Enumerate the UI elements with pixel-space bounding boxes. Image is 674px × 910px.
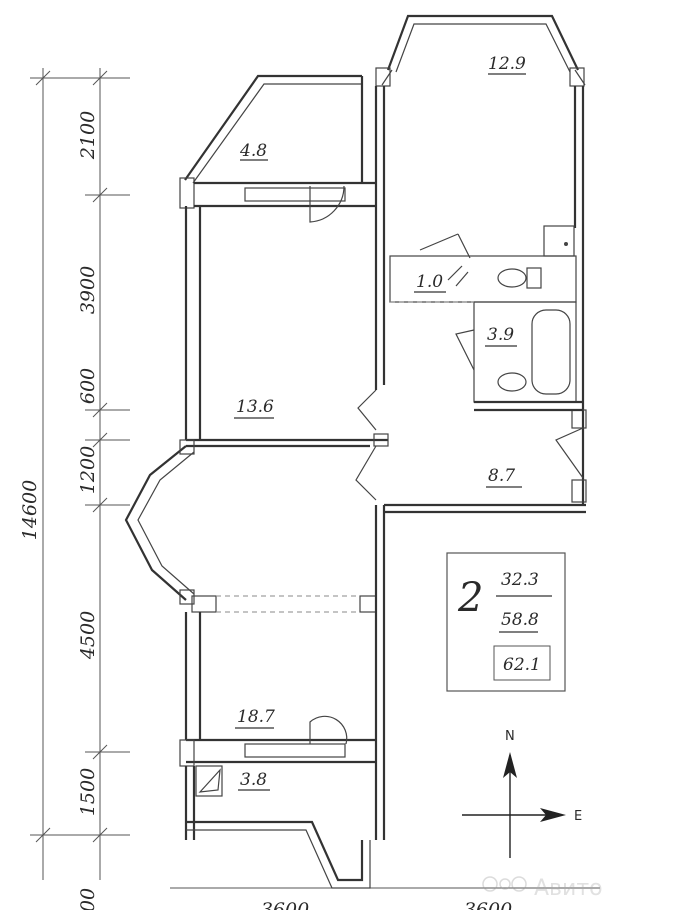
dim-bottom-width-left: 3600 (261, 899, 309, 910)
room-area-top-right: 12.9 (488, 54, 526, 74)
room-labels: 4.8 12.9 1.0 3.9 13.6 8.7 18.7 3.8 (234, 54, 526, 791)
dim-segment-4: 1200 (77, 446, 99, 494)
room-area-bottom: 18.7 (237, 707, 275, 727)
dim-total-height: 14600 (19, 480, 41, 540)
dim-bottom-width-right: 3600 (464, 899, 512, 910)
east-arrow-icon (540, 808, 566, 822)
dim-segment-3: 600 (77, 368, 99, 404)
dim-segment-1: 2100 (77, 111, 99, 160)
legend-total-with-loggia: 62.1 (503, 655, 541, 675)
dim-segment-5: 4500 (77, 611, 99, 660)
room-area-loggia-top: 4.8 (239, 141, 267, 161)
dim-segment-6: 1500 (77, 768, 99, 816)
watermark: Авито (482, 876, 603, 901)
north-arrow-icon (503, 752, 517, 778)
room-area-middle: 13.6 (236, 397, 274, 417)
compass-east-label: E (574, 809, 582, 824)
watermark-text: Авито (534, 876, 603, 901)
dim-segment-2: 3900 (77, 266, 99, 314)
area-legend: 2 32.3 58.8 62.1 (446, 552, 566, 692)
legend-total-area: 58.8 (501, 610, 539, 630)
dimension-chain: 14600 2100 3900 600 1200 4500 1500 00 36… (19, 68, 600, 910)
compass: N E (462, 729, 582, 858)
legend-room-count: 2 (457, 575, 483, 621)
legend-living-area: 32.3 (501, 570, 539, 590)
dim-bottom-partial: 00 (77, 888, 99, 910)
room-area-kitchen: 8.7 (488, 466, 515, 486)
room-area-bathroom: 3.9 (487, 325, 514, 345)
walls (124, 14, 587, 889)
room-area-loggia-bottom: 3.8 (240, 770, 267, 790)
compass-north-label: N (505, 729, 515, 744)
room-area-wc: 1.0 (416, 272, 443, 292)
